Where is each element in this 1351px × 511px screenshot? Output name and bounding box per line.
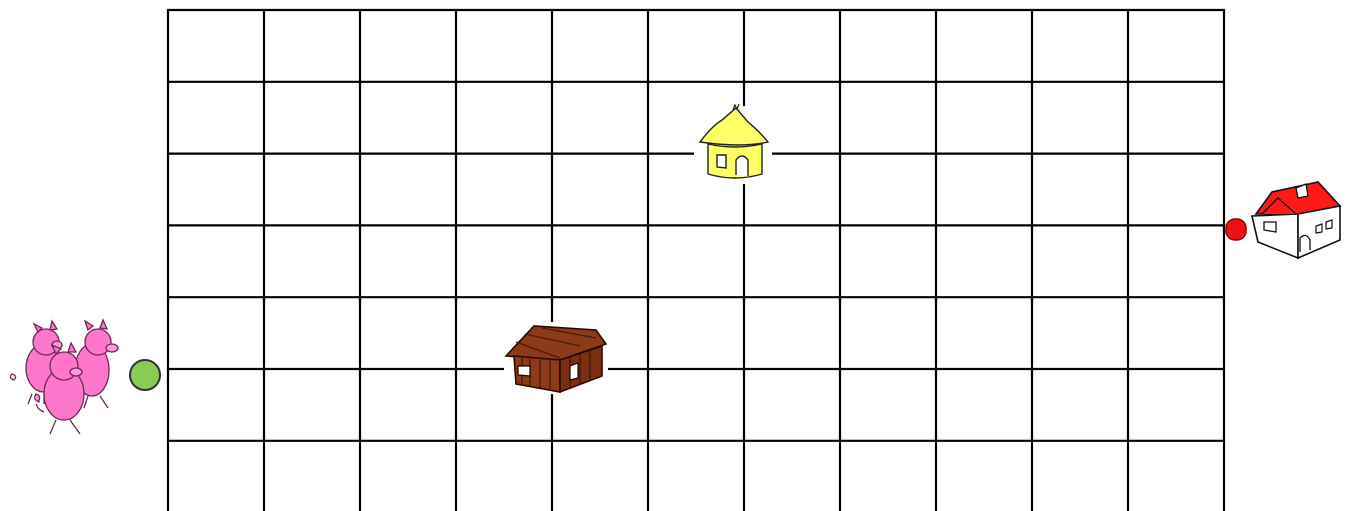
wood-house-icon[interactable] — [504, 322, 608, 394]
three-pigs-icon[interactable] — [10, 320, 118, 434]
brick-house-icon[interactable] — [1252, 182, 1340, 258]
path-grid — [168, 10, 1224, 511]
straw-house-icon[interactable] — [694, 104, 772, 184]
goal-marker[interactable] — [1226, 219, 1246, 240]
start-marker[interactable] — [130, 360, 160, 390]
